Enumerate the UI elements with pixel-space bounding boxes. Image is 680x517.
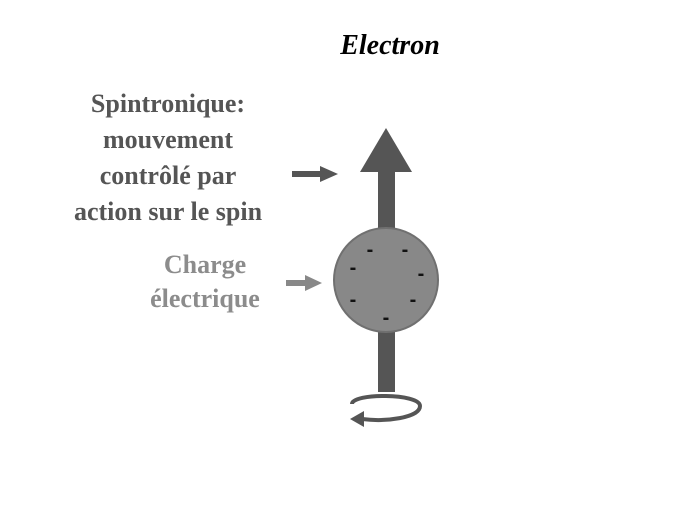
negative-charge-mark: - (350, 289, 357, 311)
spintronics-label-line: action sur le spin (73, 197, 263, 226)
electron-sphere (333, 227, 439, 333)
spintronics-label-line: Spintronique: (90, 89, 246, 118)
negative-charge-mark: - (402, 239, 409, 261)
spin-axis-upper (378, 168, 395, 230)
negative-charge-mark: - (367, 239, 374, 261)
rotation-arrow-icon (350, 394, 423, 427)
negative-charge-mark: - (418, 263, 425, 285)
spintronics-label-line: mouvement (103, 125, 233, 154)
page-title: Electron (340, 30, 440, 61)
spintronics-label-line: contrôlé par (99, 161, 237, 190)
spin-arrowhead (360, 128, 412, 172)
charge-label: Charge électrique (130, 248, 280, 316)
charge-label-line: électrique (150, 284, 260, 313)
negative-charge-mark: - (410, 289, 417, 311)
negative-charge-mark: - (350, 257, 357, 279)
spin-axis-lower (378, 330, 395, 392)
negative-charge-mark: - (383, 307, 390, 329)
charge-label-line: Charge (163, 250, 247, 279)
charge-marks: - - - - - - - (350, 239, 425, 329)
spintronics-label: Spintronique: mouvement contrôlé par act… (50, 86, 286, 230)
charge-pointer-arrow (286, 275, 322, 291)
spin-pointer-arrow (292, 166, 338, 182)
